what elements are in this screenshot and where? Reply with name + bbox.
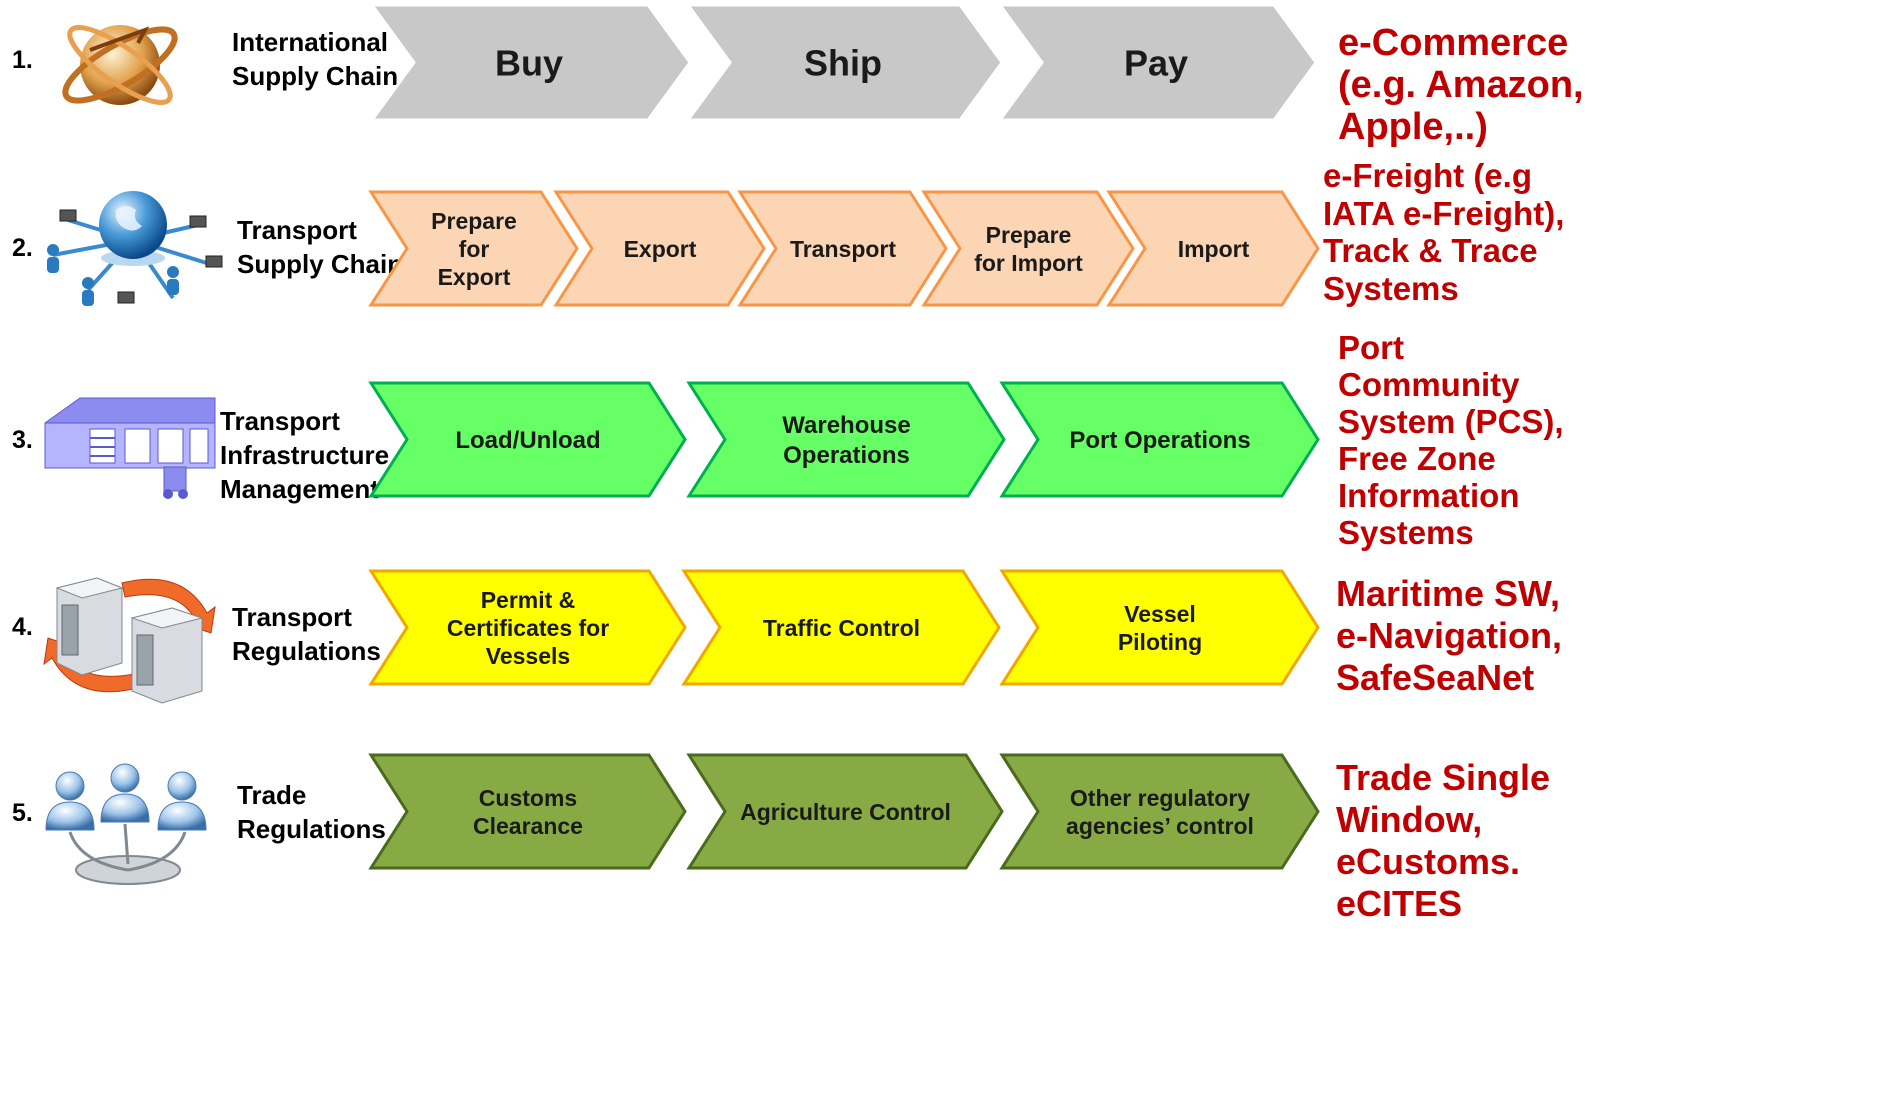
row-number-5: 5. <box>12 799 33 827</box>
row-label-transport-supply-chain: Transport Supply Chain <box>237 215 404 279</box>
chevron-shape <box>369 3 692 122</box>
chevron-shape <box>1106 190 1320 307</box>
row-number-2: 2. <box>12 234 33 262</box>
chevron-shape <box>368 753 687 870</box>
chevron-label: Agriculture Control <box>740 799 951 825</box>
chevron-shape <box>997 3 1318 122</box>
chevron-shape <box>553 190 766 307</box>
chevron-label: Port Operations <box>1069 427 1250 454</box>
chevron-shape <box>999 753 1320 870</box>
servers-sync-icon <box>43 577 216 704</box>
chevron-shape <box>685 3 1004 122</box>
chevron-label: Import <box>1178 236 1250 262</box>
process-row-1: Buy Ship Pay <box>369 3 1318 122</box>
row-label-trade-regulations: Trade Regulations <box>237 780 386 844</box>
chevron-shape <box>999 381 1320 498</box>
systems-pcs: Port Community System (PCS), Free Zone I… <box>1338 329 1564 551</box>
chevron-label: Pay <box>1124 42 1188 83</box>
chevron-shape <box>737 190 948 307</box>
row-number-1: 1. <box>12 46 33 74</box>
chevron-label: Traffic Control <box>763 615 920 641</box>
row-label-international-supply-chain: International Supply Chain <box>232 27 399 91</box>
chevron-label: Load/Unload <box>455 427 600 454</box>
chevron-shape <box>999 569 1320 686</box>
systems-maritime-sw: Maritime SW, e-Navigation, SafeSeaNet <box>1336 573 1563 698</box>
chevron-shape <box>368 190 579 307</box>
row-number-4: 4. <box>12 613 33 641</box>
users-network-icon <box>45 763 207 885</box>
chevron-shape <box>686 753 1004 870</box>
globe-orbit-icon <box>62 25 178 105</box>
row-number-3: 3. <box>12 426 33 454</box>
chevron-shape <box>368 381 687 498</box>
systems-trade-single-window: Trade Single Window, eCustoms. eCITES <box>1336 757 1551 924</box>
row-label-transport-infrastructure: Transport Infrastructure Management <box>220 406 390 504</box>
chevron-label: Ship <box>804 42 882 83</box>
chevron-shape <box>921 190 1135 307</box>
globe-network-icon <box>47 191 223 306</box>
systems-ecommerce: e-Commerce (e.g. Amazon, Apple,..) <box>1338 22 1584 148</box>
row-label-transport-regulations: Transport Regulations <box>232 602 381 666</box>
systems-efreight: e-Freight (e.g IATA e-Freight), Track & … <box>1323 157 1565 307</box>
chevron-shape <box>368 569 687 686</box>
chevron-label: Transport <box>790 236 896 262</box>
chevron-shape <box>686 381 1006 498</box>
chevron-label: Export <box>624 236 697 262</box>
warehouse-icon <box>44 397 216 499</box>
chevron-shape <box>681 569 1001 686</box>
chevron-label: Buy <box>495 42 563 83</box>
